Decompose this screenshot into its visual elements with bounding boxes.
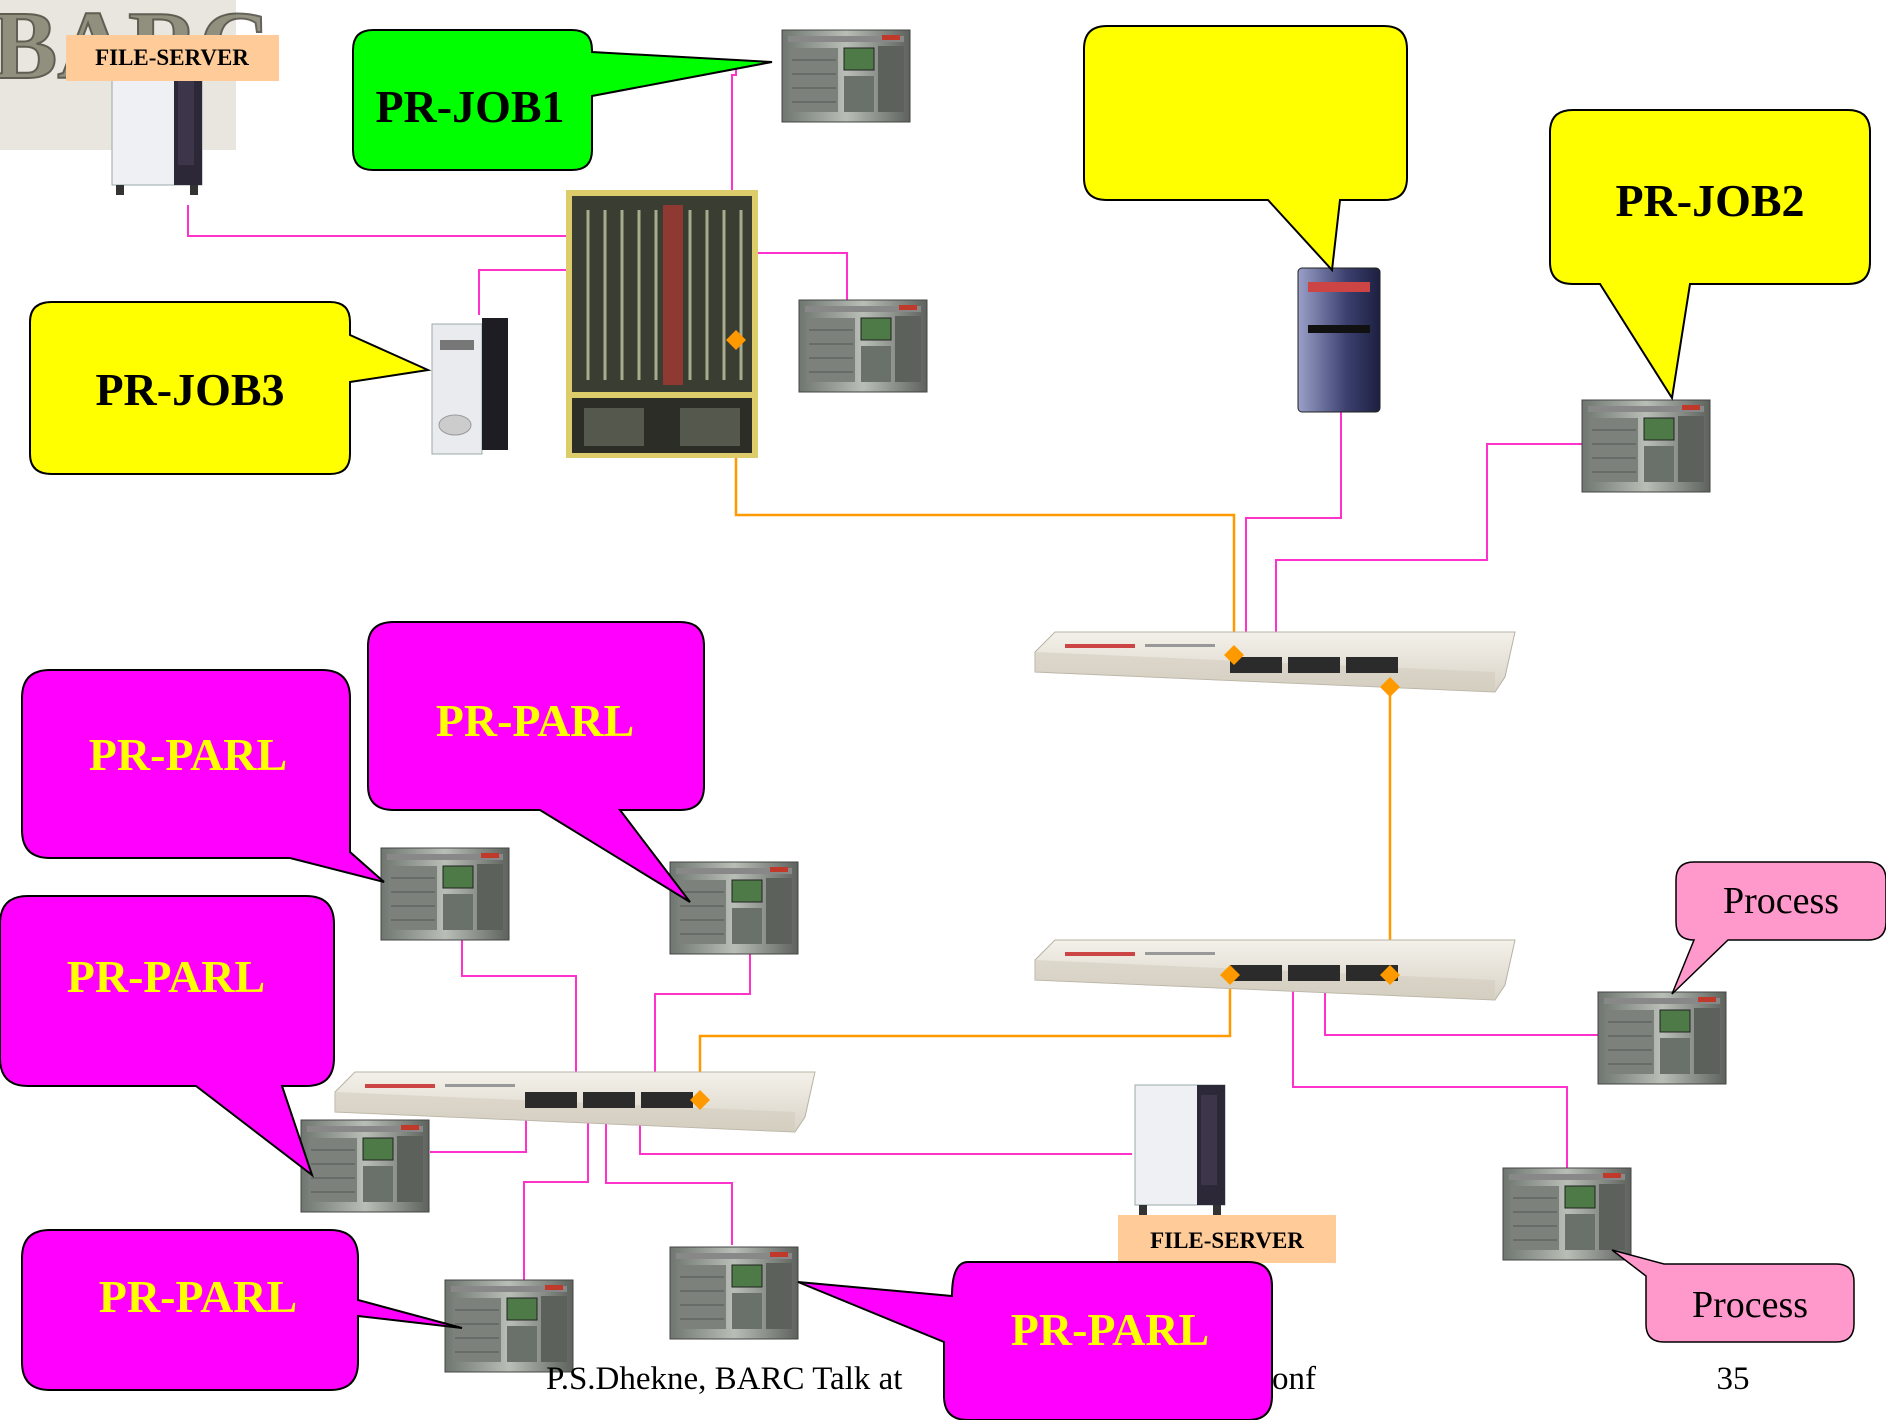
page-number: 35 bbox=[1717, 1361, 1750, 1397]
callout-process-top: Process bbox=[1672, 862, 1886, 994]
footer-tail: onf bbox=[1272, 1361, 1316, 1397]
callout-parl-b-text: PR-PARL bbox=[436, 695, 634, 746]
callout-parl-d-text: PR-PARL bbox=[99, 1271, 297, 1322]
file-server-top-text: FILE-SERVER bbox=[95, 45, 249, 70]
server-parl-b bbox=[670, 862, 798, 954]
callout-parl-a-text: PR-PARL bbox=[89, 729, 287, 780]
link-process2-switch bbox=[1293, 978, 1567, 1168]
server-job2 bbox=[1582, 400, 1710, 492]
file-server-label-top: FILE-SERVER bbox=[66, 35, 279, 81]
callout-job3: PR-JOB3 bbox=[30, 302, 428, 474]
callout-parl-c-text: PR-PARL bbox=[67, 951, 265, 1002]
callout-job2: PR-JOB2 bbox=[1550, 110, 1870, 398]
server-parl-a bbox=[381, 848, 509, 940]
server-parl-c bbox=[301, 1120, 429, 1212]
footer-text: P.S.Dhekne, BARC Talk at bbox=[546, 1361, 902, 1397]
desktop-pc bbox=[432, 318, 508, 454]
link-job2-switch bbox=[1276, 444, 1585, 660]
callout-job1-text: PR-JOB1 bbox=[375, 81, 564, 132]
link-job3-chassis bbox=[479, 270, 566, 315]
server-parl-e bbox=[670, 1247, 798, 1339]
modular-chassis-switch bbox=[566, 190, 758, 458]
link-tower-switch bbox=[1246, 412, 1341, 655]
callout-parl-c: PR-PARL bbox=[0, 896, 334, 1175]
server-process-bottom bbox=[1503, 1168, 1631, 1260]
callout-parl-e-text: PR-PARL bbox=[1011, 1304, 1209, 1355]
link-parl-b-switch bbox=[655, 942, 750, 1088]
callout-process-bottom: Process bbox=[1612, 1250, 1854, 1342]
file-server-bottom bbox=[1135, 1085, 1225, 1215]
server-job1 bbox=[782, 30, 910, 122]
callout-process-top-text: Process bbox=[1723, 880, 1839, 922]
switch-1 bbox=[1035, 632, 1515, 692]
file-server-top bbox=[112, 65, 202, 195]
callout-job3-text: PR-JOB3 bbox=[95, 364, 284, 415]
switch-2 bbox=[1035, 940, 1515, 1000]
server-process-top bbox=[1598, 992, 1726, 1084]
tower-server bbox=[1298, 268, 1380, 412]
callout-job1: PR-JOB1 bbox=[353, 30, 772, 170]
link-parl-d-switch bbox=[524, 1108, 588, 1283]
callout-parl-a: PR-PARL bbox=[22, 670, 384, 882]
callout-job2-text: PR-JOB2 bbox=[1615, 175, 1804, 226]
file-server-bottom-text: FILE-SERVER bbox=[1150, 1228, 1304, 1253]
callout-blank bbox=[1084, 26, 1407, 270]
callout-parl-d: PR-PARL bbox=[22, 1230, 462, 1390]
callout-process-bottom-text: Process bbox=[1692, 1284, 1808, 1326]
server-chassis-side bbox=[799, 300, 927, 392]
link-fileserver-chassis bbox=[188, 205, 566, 236]
link-parl-a-switch bbox=[462, 936, 576, 1088]
file-server-label-bottom: FILE-SERVER bbox=[1118, 1215, 1336, 1263]
server-parl-d bbox=[445, 1280, 573, 1372]
